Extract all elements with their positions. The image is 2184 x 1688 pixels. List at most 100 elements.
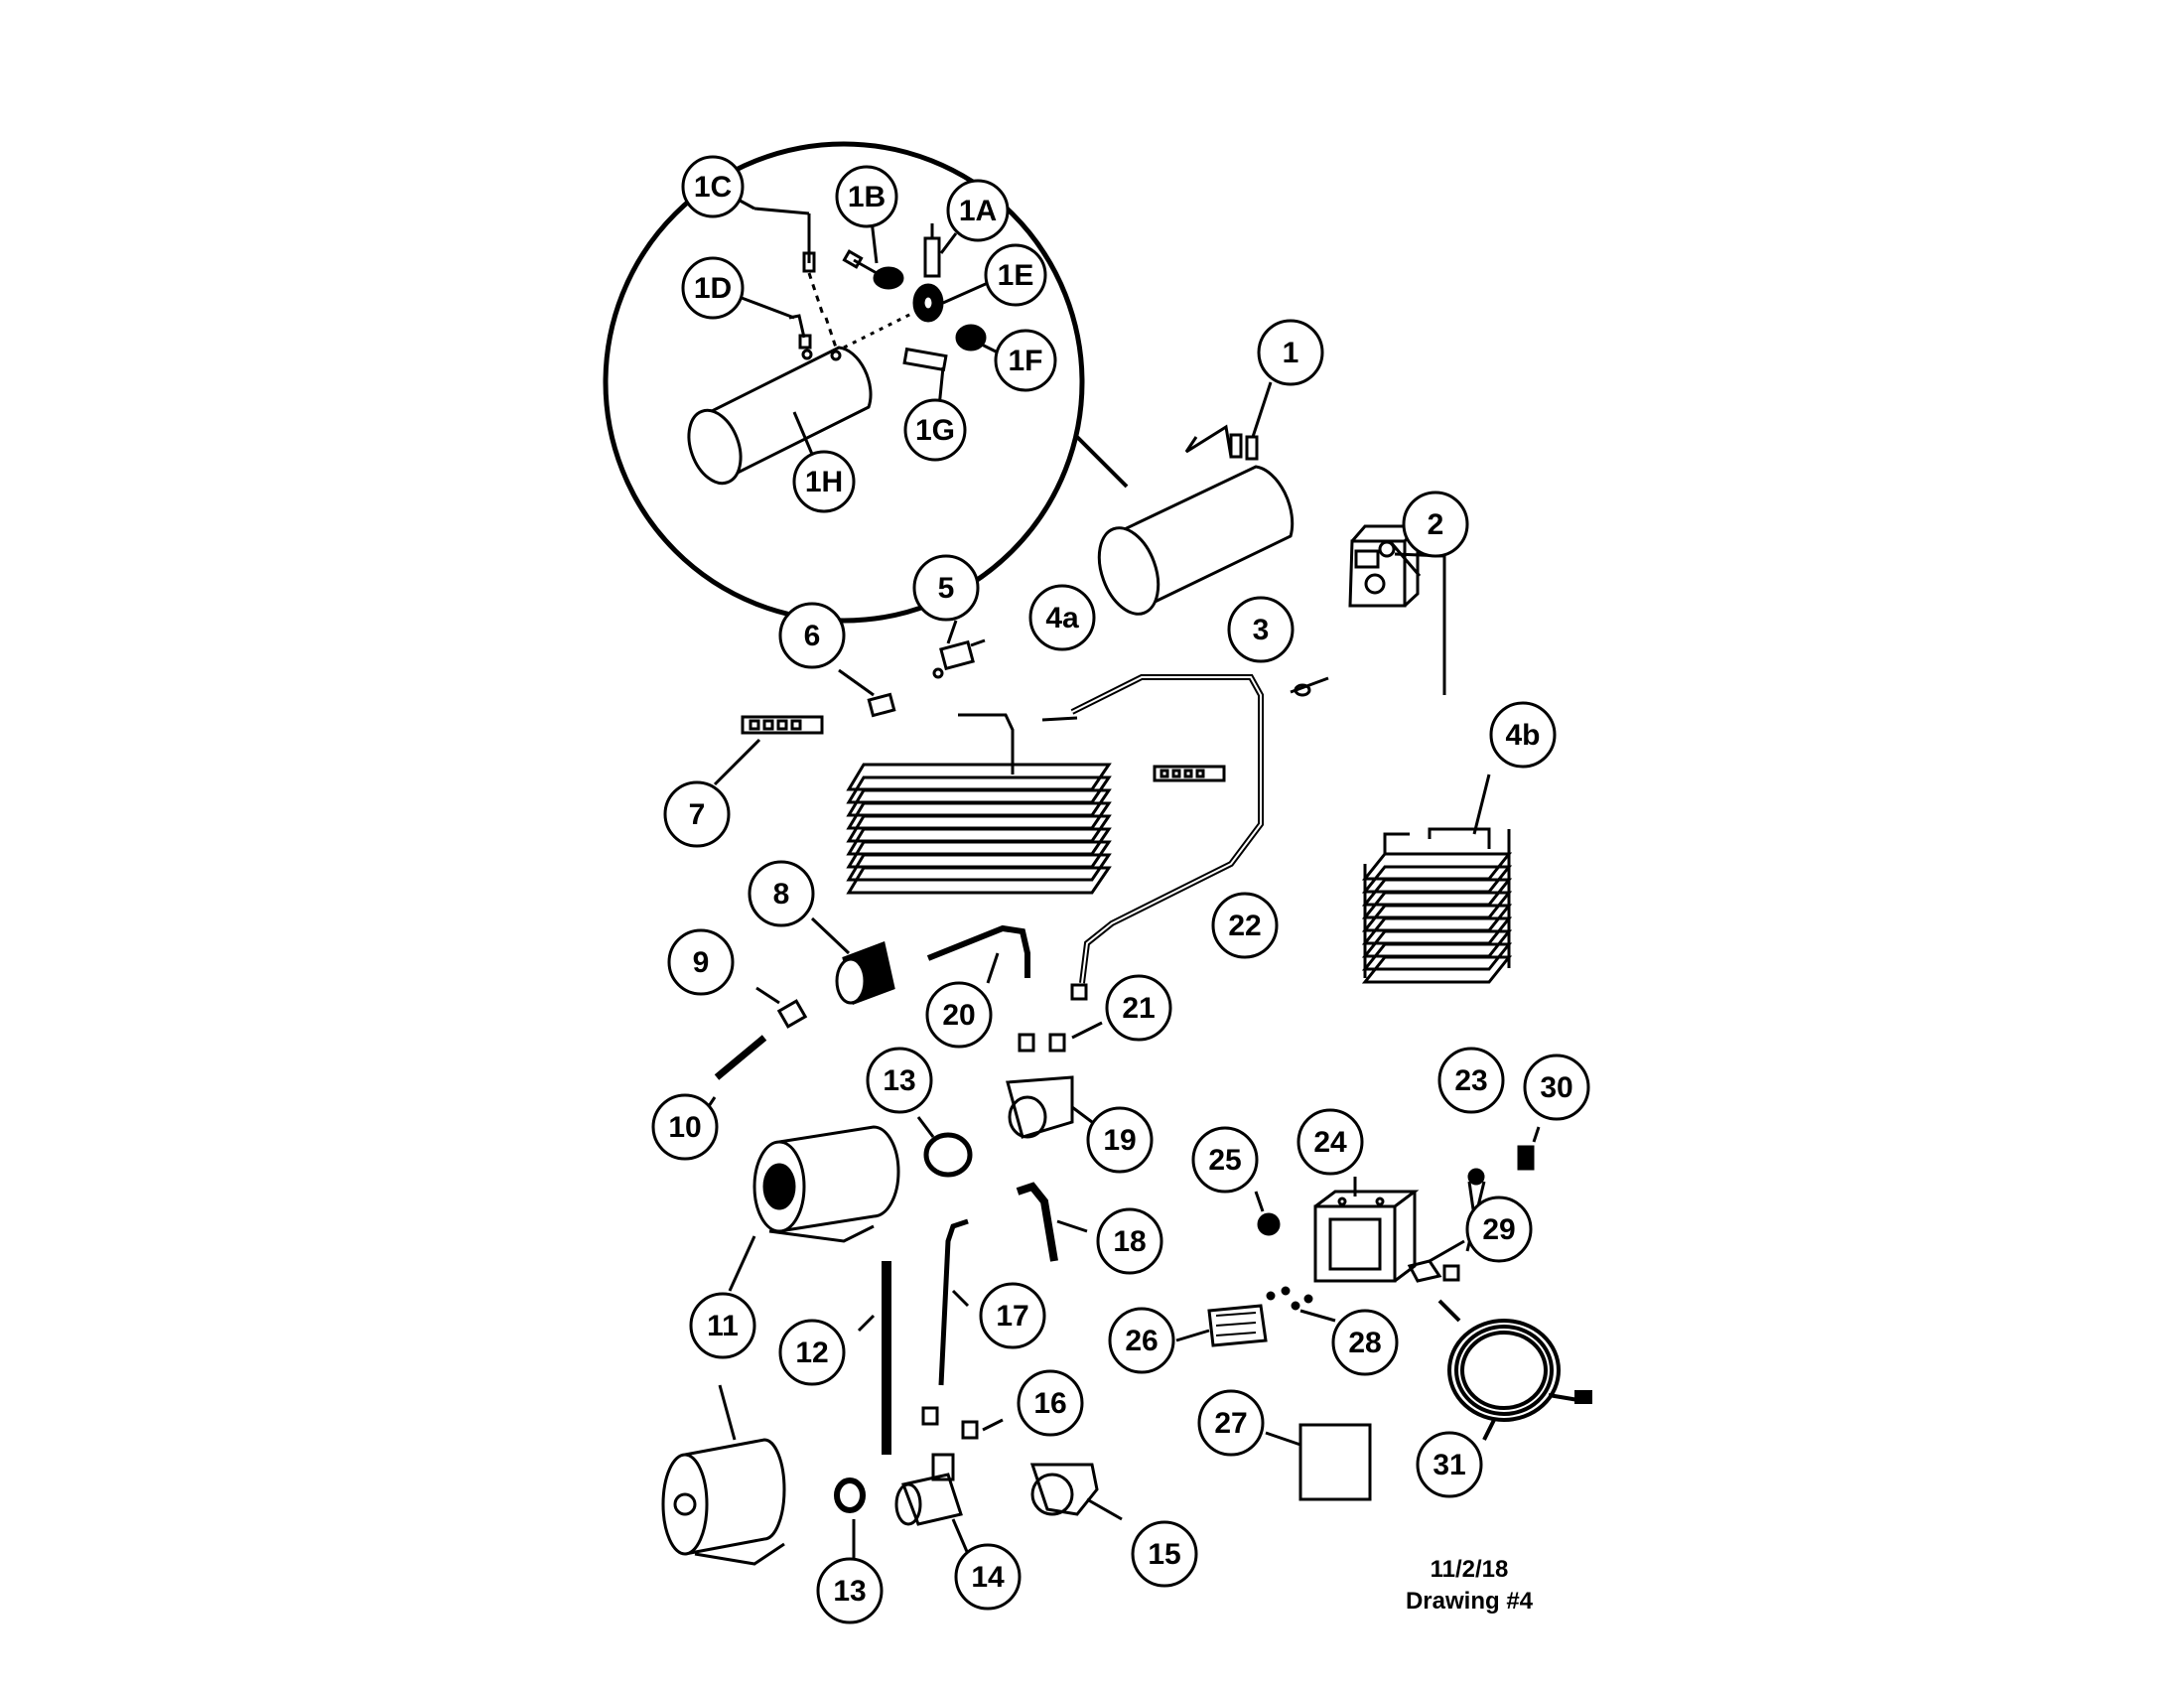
callout-circle [835, 165, 898, 228]
callout-circle [1191, 1126, 1259, 1194]
part-21-fittings [1018, 983, 1103, 1053]
callout-label: 25 [1208, 1144, 1241, 1177]
part-24-box [1313, 1177, 1420, 1283]
callout-circle [903, 398, 967, 462]
part-17-pipe [938, 1218, 970, 1386]
part-8-strainer [810, 916, 895, 1006]
callout-circle [994, 329, 1057, 392]
callout-label: 12 [795, 1336, 828, 1369]
callout-label: 24 [1313, 1126, 1347, 1159]
callout-label: 1F [1008, 345, 1042, 377]
callout-label: 11 [707, 1310, 739, 1342]
drawing-date: 11/2/18 [1430, 1556, 1509, 1583]
callout-23: 23 [1437, 1047, 1505, 1114]
part-5-valve [932, 620, 986, 679]
callout-label: 1G [915, 414, 955, 447]
callout-label: 30 [1540, 1071, 1572, 1104]
callout-circle [1211, 892, 1279, 959]
callout-1e: 1E [984, 243, 1047, 307]
callout-label: 4b [1505, 719, 1540, 752]
drawing-number: Drawing #4 [1405, 1588, 1534, 1615]
part-10-rod [703, 1035, 767, 1113]
callout-31: 31 [1416, 1431, 1483, 1498]
callout-label: 22 [1228, 910, 1261, 942]
callout-label: 28 [1348, 1327, 1381, 1359]
part-15-housing [1029, 1463, 1123, 1521]
part-9-fitting [755, 986, 808, 1029]
callout-label: 10 [668, 1111, 701, 1144]
callout-circle [1096, 1207, 1163, 1275]
callout-circle [1297, 1108, 1364, 1176]
callout-1g: 1G [903, 398, 967, 462]
callout-circle [667, 928, 735, 996]
callout-circle [1416, 1431, 1483, 1498]
callout-circle [946, 179, 1010, 242]
callout-6: 6 [778, 602, 846, 669]
callout-24: 24 [1297, 1108, 1364, 1176]
callout-label: 13 [883, 1064, 915, 1097]
callout-circle [1331, 1309, 1399, 1376]
callout-12: 12 [778, 1319, 846, 1386]
callout-27: 27 [1197, 1389, 1265, 1457]
part-4a-coil [846, 713, 1112, 895]
callout-29: 29 [1465, 1196, 1533, 1263]
callout-label: 19 [1103, 1124, 1136, 1157]
callout-circle [1402, 491, 1469, 558]
part-28-screws [1266, 1286, 1336, 1323]
callout-1a: 1A [946, 179, 1010, 242]
callout-circle [681, 256, 745, 320]
callout-label: 1H [805, 466, 843, 498]
callout-label: 8 [773, 878, 790, 911]
callout-circle [979, 1282, 1046, 1349]
callout-18: 18 [1096, 1207, 1163, 1275]
callout-4a: 4a [1028, 584, 1096, 651]
part-4b-coil [1361, 774, 1513, 984]
callout-circle [1197, 1389, 1265, 1457]
callout-26: 26 [1108, 1307, 1175, 1374]
callout-label: 27 [1214, 1407, 1247, 1440]
detail-view-circle [603, 141, 1129, 624]
callout-circle [1257, 319, 1324, 386]
detail-tank-1H [687, 346, 873, 486]
callout-14: 14 [954, 1543, 1022, 1611]
callout-circle [925, 981, 993, 1049]
callout-16: 16 [1017, 1369, 1084, 1437]
callout-label: 5 [938, 572, 955, 605]
callout-3: 3 [1227, 596, 1295, 663]
part-25-knob [1254, 1191, 1281, 1236]
callout-label: 1 [1283, 337, 1299, 369]
part-31-power-cord [1437, 1299, 1592, 1441]
callout-circle [1017, 1369, 1084, 1437]
callout-circle [1108, 1307, 1175, 1374]
callout-11: 11 [689, 1292, 756, 1359]
callout-label: 18 [1113, 1225, 1146, 1258]
callout-label: 9 [693, 946, 710, 979]
callout-circle [1105, 974, 1172, 1042]
callout-20: 20 [925, 981, 993, 1049]
callout-9: 9 [667, 928, 735, 996]
callout-circle [1131, 1520, 1198, 1588]
part-18-hose [1016, 1182, 1088, 1262]
part-16-fittings [921, 1406, 1004, 1440]
detail-fittings [753, 207, 987, 372]
callout-label: 21 [1122, 992, 1155, 1025]
callout-28: 28 [1331, 1309, 1399, 1376]
callout-label: 6 [804, 620, 821, 652]
callout-label: 20 [942, 999, 975, 1032]
callout-circle [1465, 1196, 1533, 1263]
part-13-clamp-lower [834, 1477, 866, 1564]
part-13-clamp-upper [916, 1116, 973, 1178]
callout-circle [689, 1292, 756, 1359]
callout-7: 7 [663, 780, 731, 848]
callout-13a: 13 [866, 1047, 933, 1114]
part-11-motor-upper [728, 1125, 900, 1292]
callout-circle [1028, 584, 1096, 651]
callout-label: 1D [694, 272, 732, 305]
callout-label: 13 [833, 1575, 866, 1608]
callout-15: 15 [1131, 1520, 1198, 1588]
callout-label: 1B [848, 181, 886, 213]
callout-circle [866, 1047, 933, 1114]
callout-circle [778, 602, 846, 669]
